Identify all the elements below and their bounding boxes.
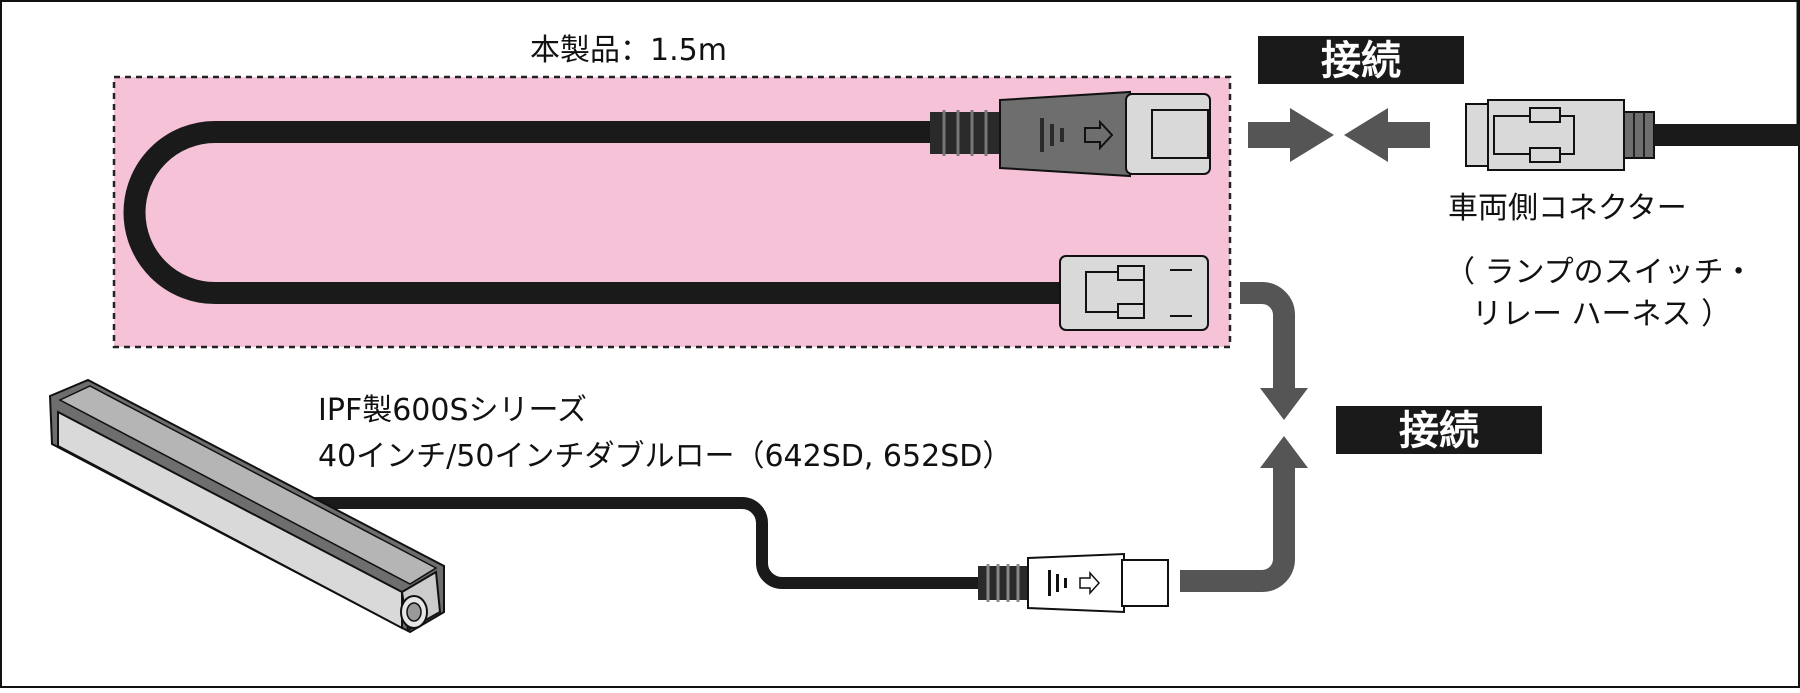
connect-arrows-top xyxy=(1248,108,1430,162)
product-connector-lower xyxy=(1059,255,1209,331)
route-path-lower xyxy=(1180,466,1295,592)
vehicle-connector-note-2: リレー ハーネス ） xyxy=(1472,297,1731,332)
lamp-connector xyxy=(978,552,1169,614)
vehicle-connector-note-1: （ ランプのスイッチ・ xyxy=(1445,255,1754,290)
product-cable xyxy=(123,121,1065,304)
product-label: 本製品：1.5m xyxy=(530,33,727,68)
product-connector-upper xyxy=(930,90,1211,178)
lamp-label-line2: 40インチ/50インチダブルロー（642SD, 652SD） xyxy=(318,439,1012,474)
vehicle-connector-label: 車両側コネクター xyxy=(1448,191,1687,226)
vehicle-connector xyxy=(1465,99,1800,171)
route-path-upper xyxy=(1240,282,1295,390)
connect-badge-bottom-text: 接続 xyxy=(1399,408,1479,454)
route-arrow-down xyxy=(1260,388,1308,420)
lamp-cable xyxy=(310,497,990,589)
connect-badge-bottom xyxy=(1336,406,1542,454)
route-arrow-up xyxy=(1260,436,1308,468)
lamp-label-line1: IPF製600Sシリーズ xyxy=(318,393,587,428)
connect-badge-top xyxy=(1258,36,1464,84)
connect-badge-top-text: 接続 xyxy=(1321,38,1401,84)
lamp-body xyxy=(48,378,445,634)
